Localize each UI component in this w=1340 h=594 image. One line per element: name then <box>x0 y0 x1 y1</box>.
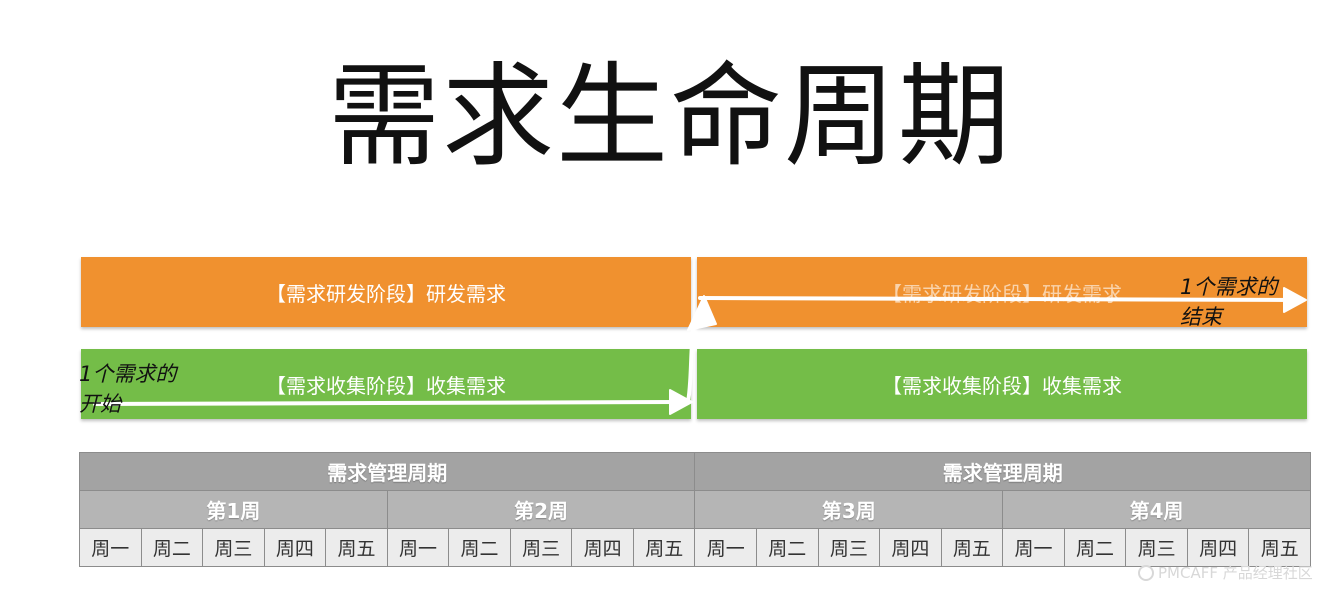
start-arrow-line <box>93 400 682 406</box>
dev-phase-label-right: 【需求研发阶段】研发需求 <box>882 281 1122 306</box>
day-cell: 周一 <box>694 528 758 567</box>
week-cell: 第1周 <box>79 490 388 529</box>
watermark: PMCAFF 产品经理社区 <box>1138 562 1313 583</box>
day-cell: 周四 <box>571 528 634 567</box>
end-arrowhead-icon <box>1283 287 1307 313</box>
end-arrow-line <box>698 296 1297 302</box>
start-arrowhead-icon <box>669 389 693 415</box>
end-note-line2: 结束 <box>1180 305 1222 329</box>
day-cell: 周二 <box>1063 528 1127 567</box>
day-cell: 周二 <box>448 528 511 567</box>
day-cell: 周三 <box>817 528 881 567</box>
day-cell: 周三 <box>509 528 573 567</box>
schedule-table: 需求管理周期 需求管理周期 第1周 第2周 第3周 第4周 周一 周二 周三 周… <box>78 452 1311 567</box>
page-title: 需求生命周期 <box>328 52 1012 182</box>
day-cell: 周一 <box>79 528 142 567</box>
start-note-line1: 1个需求的 <box>79 362 177 386</box>
day-cell: 周四 <box>263 528 327 567</box>
collect-phase-label-right: 【需求收集阶段】收集需求 <box>882 373 1122 398</box>
collect-phase-bar-right: 【需求收集阶段】收集需求 <box>697 349 1307 419</box>
week-cell: 第2周 <box>386 490 696 529</box>
cycle-cell: 需求管理周期 <box>78 452 696 491</box>
pmcaff-logo-icon <box>1138 564 1154 581</box>
day-row: 周一 周二 周三 周四 周五 周一 周二 周三 周四 周五 周一 周二 周三 周… <box>79 528 1311 567</box>
day-cell: 周五 <box>1248 528 1311 567</box>
dev-phase-label-left: 【需求研发阶段】研发需求 <box>266 281 506 306</box>
start-note-line2: 开始 <box>79 392 121 416</box>
lifecycle-end-note: 1个需求的 结束 <box>1180 272 1277 332</box>
day-cell: 周四 <box>879 528 942 567</box>
day-cell: 周一 <box>1002 528 1065 567</box>
day-cell: 周四 <box>1186 528 1250 567</box>
day-cell: 周二 <box>140 528 204 567</box>
cycle-row: 需求管理周期 需求管理周期 <box>78 452 1311 491</box>
cycle-cell: 需求管理周期 <box>694 452 1311 491</box>
transition-arrow-line <box>686 320 696 404</box>
transition-arrowhead-icon <box>687 295 717 331</box>
collect-phase-bar-left: 【需求收集阶段】收集需求 <box>81 349 691 419</box>
day-cell: 周五 <box>940 528 1004 567</box>
end-note-line1: 1个需求的 <box>1180 275 1278 299</box>
week-row: 第1周 第2周 第3周 第4周 <box>79 490 1311 529</box>
day-cell: 周三 <box>202 528 265 567</box>
watermark-text: PMCAFF 产品经理社区 <box>1158 564 1313 582</box>
day-cell: 周三 <box>1125 528 1188 567</box>
week-cell: 第4周 <box>1002 490 1311 529</box>
day-cell: 周五 <box>325 528 388 567</box>
lifecycle-start-note: 1个需求的 开始 <box>79 359 176 419</box>
dev-phase-bar-right: 【需求研发阶段】研发需求 <box>697 257 1307 327</box>
dev-phase-bar-left: 【需求研发阶段】研发需求 <box>81 257 691 327</box>
collect-phase-label-left: 【需求收集阶段】收集需求 <box>266 373 506 398</box>
day-cell: 周五 <box>632 528 696 567</box>
day-cell: 周一 <box>386 528 450 567</box>
day-cell: 周二 <box>756 528 819 567</box>
week-cell: 第3周 <box>694 490 1004 529</box>
